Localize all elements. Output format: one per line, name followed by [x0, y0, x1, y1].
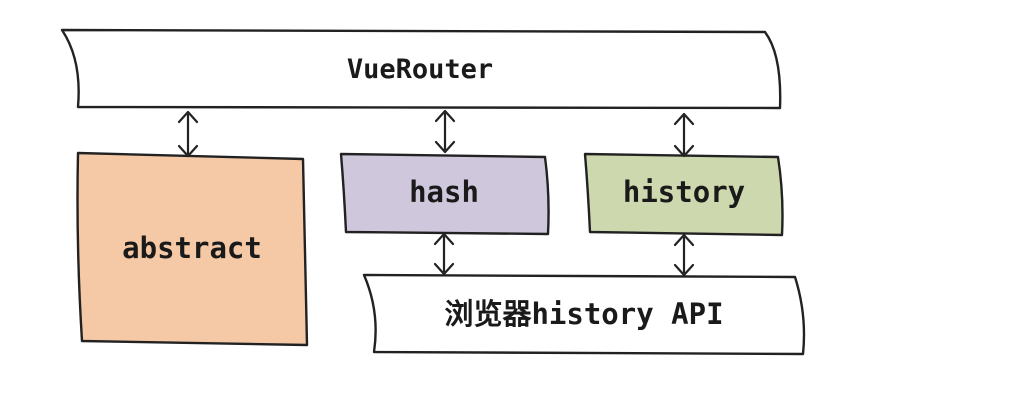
connection-vuerouter-abstract-arrowhead-up [177, 110, 199, 124]
connection-vuerouter-abstract [177, 110, 199, 158]
node-vuerouter: VueRouter [60, 28, 782, 110]
node-browser-api-label: 浏览器history API [444, 297, 723, 331]
connection-hash-browser-api-arrowhead-up [433, 232, 455, 246]
connection-vuerouter-history-arrowhead-down [673, 144, 695, 158]
node-history-label: history [623, 175, 745, 209]
connection-hash-browser-api [433, 232, 455, 276]
connection-hash-browser-api-arrowhead-down [433, 262, 455, 276]
connection-vuerouter-abstract-arrowhead-down [177, 144, 199, 158]
node-abstract: abstract [76, 151, 309, 347]
connection-history-browser-api-arrowhead-up [673, 233, 695, 247]
connection-history-browser-api-arrowhead-down [673, 263, 695, 277]
connection-vuerouter-hash-arrowhead-down [434, 140, 456, 154]
node-hash: hash [339, 152, 550, 236]
connection-vuerouter-hash-arrowhead-up [434, 109, 456, 123]
connection-vuerouter-hash [434, 109, 456, 154]
node-browser-api: 浏览器history API [362, 273, 806, 356]
node-browser-api-shape [362, 273, 806, 356]
node-abstract-label: abstract [122, 231, 262, 265]
connection-vuerouter-history [673, 112, 695, 158]
node-hash-shape [339, 152, 550, 236]
connection-history-browser-api [673, 233, 695, 277]
connection-vuerouter-history-arrowhead-up [673, 112, 695, 126]
node-vuerouter-label: VueRouter [347, 54, 493, 85]
node-history-shape [583, 152, 784, 237]
node-vuerouter-shape [60, 28, 782, 110]
node-abstract-shape [76, 151, 309, 347]
node-history: history [583, 152, 784, 237]
node-hash-label: hash [409, 175, 479, 209]
